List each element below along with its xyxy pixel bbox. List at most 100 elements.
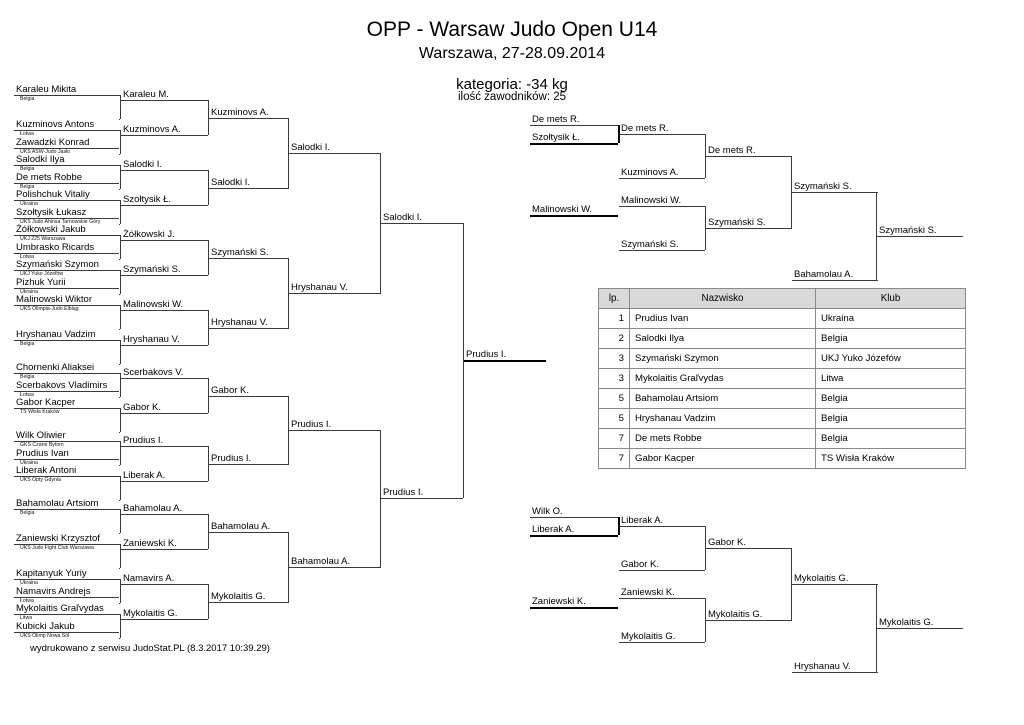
result-club: Belgia xyxy=(815,408,966,429)
event-location-date: Warszawa, 27-28.09.2014 xyxy=(418,45,606,62)
bracket-line xyxy=(119,373,120,374)
repechage-underline xyxy=(619,250,705,251)
winner-underline xyxy=(464,360,546,363)
result-place: 3 xyxy=(598,368,630,389)
bracket-line xyxy=(119,638,120,639)
competitor-underline xyxy=(14,597,119,598)
round3-underline xyxy=(209,257,289,259)
page-title: OPP - Warsaw Judo Open U14 xyxy=(366,18,658,41)
repechage-winner-underline xyxy=(877,236,963,237)
bracket-line xyxy=(120,408,121,432)
bracket-line xyxy=(119,441,120,442)
competitor-club: Belgia xyxy=(20,509,35,516)
bracket-line xyxy=(119,259,120,260)
bracket-line xyxy=(208,514,209,549)
bracket-line xyxy=(119,465,120,466)
competitor-club: Belgia xyxy=(20,165,35,172)
round3-winner: Prudius I. xyxy=(211,452,252,464)
result-name: Mykolaitis Graľvydas xyxy=(629,368,816,389)
repechage-underline xyxy=(706,228,792,229)
round2-winner: Prudius I. xyxy=(123,435,164,446)
result-place: 5 xyxy=(598,408,630,429)
round2-underline xyxy=(121,549,206,550)
repechage-round2: Mykolaitis G. xyxy=(708,609,763,620)
bracket-line xyxy=(119,500,120,501)
repechage-round1: Liberak A. xyxy=(621,515,664,526)
tournament-winner: Prudius I. xyxy=(466,349,507,361)
result-place: 5 xyxy=(598,388,630,409)
round2-underline xyxy=(121,170,206,171)
competitor-name: Pizhuk Yurii xyxy=(16,277,66,288)
competitor-name: Szymański Szymon xyxy=(16,259,99,270)
competitor-name: Kapitanyuk Yuriy xyxy=(16,568,87,579)
bracket-line xyxy=(206,584,208,585)
bracket-line xyxy=(119,200,120,201)
bracket-line xyxy=(206,310,208,311)
competitor-club: Litwa xyxy=(20,614,33,621)
result-club: Litwa xyxy=(815,368,966,389)
round2-underline xyxy=(121,378,206,379)
round3-underline xyxy=(209,531,289,533)
round3-winner: Mykolaitis G. xyxy=(211,590,266,602)
competitor-name: Zawadzki Konrad xyxy=(16,137,90,148)
competitor-name: Kuzminovs Antons xyxy=(16,119,95,130)
competitor-name: Wilk Oliwier xyxy=(16,430,66,441)
round3-winner: Hryshanau V. xyxy=(211,316,268,328)
bracket-line xyxy=(791,156,792,228)
competitor-club: UKS Judo Ahinsa Tarnowskie Góry xyxy=(20,218,101,225)
results-header-row: lp. Nazwisko Klub xyxy=(598,288,966,309)
repechage-winner: Szymański S. xyxy=(879,225,937,236)
bracket-line xyxy=(119,235,120,236)
competitor-name: Scerbakovs Vladimirs xyxy=(16,380,108,391)
semifinal-winner: Prudius I. xyxy=(383,487,424,498)
bracket-line xyxy=(119,305,120,306)
result-name: Salodki Ilya xyxy=(629,328,816,349)
round3-underline xyxy=(209,463,289,465)
competitor-underline xyxy=(14,288,119,289)
round2-winner: Szołtysik Ł. xyxy=(123,194,172,205)
repechage-entrant-underline xyxy=(530,125,618,126)
result-place: 2 xyxy=(598,328,630,349)
competitor-name: Szołtysik Łukasz xyxy=(16,207,87,218)
round3-winner: Salodki I. xyxy=(211,176,251,188)
competitor-name: Kubicki Jakub xyxy=(16,621,75,632)
round2-underline xyxy=(121,413,206,414)
round2-underline xyxy=(121,275,206,276)
bracket-line xyxy=(119,509,120,510)
bracket-line xyxy=(288,395,289,464)
repechage-round3: Hryshanau V. xyxy=(794,661,851,672)
bracket-line xyxy=(206,619,208,620)
competitor-name: De mets Robbe xyxy=(16,172,83,183)
bracket-line xyxy=(206,514,208,515)
competitor-name: Bahamolau Artsiom xyxy=(16,498,99,509)
repechage-underline xyxy=(792,280,878,281)
bracket-line xyxy=(119,364,120,365)
competitor-club: Ukraina xyxy=(20,459,38,466)
round4-underline xyxy=(289,152,381,154)
competitor-club: UKS Olimpia-Judo Elbląg xyxy=(20,305,79,312)
round2-underline xyxy=(121,205,206,206)
repechage-winner: Mykolaitis G. xyxy=(879,617,934,628)
bracket-line xyxy=(120,130,121,154)
print-footer: wydrukowano z serwisu JudoStat.PL (8.3.2… xyxy=(30,643,270,654)
competitor-name: Polishchuk Vitaliy xyxy=(16,189,90,200)
bracket-line xyxy=(119,95,120,96)
bracket-line xyxy=(120,165,121,189)
competitor-club: Belgia xyxy=(20,95,35,102)
competitor-name: Umbrasko Ricards xyxy=(16,242,95,253)
repechage-underline xyxy=(619,570,705,571)
competitor-club: Łotwa xyxy=(20,391,34,398)
competitor-club: TS Wisła Kraków xyxy=(20,408,60,415)
repechage-entrant: Szołtysik Ł. xyxy=(532,132,581,143)
bracket-line xyxy=(206,170,208,171)
bracket-line xyxy=(120,509,121,533)
round2-winner: Namavirs A. xyxy=(123,573,175,584)
bracket-line xyxy=(206,205,208,206)
round4-winner: Prudius I. xyxy=(291,418,332,430)
round3-winner: Bahamolau A. xyxy=(211,520,271,532)
round2-underline xyxy=(121,481,206,482)
